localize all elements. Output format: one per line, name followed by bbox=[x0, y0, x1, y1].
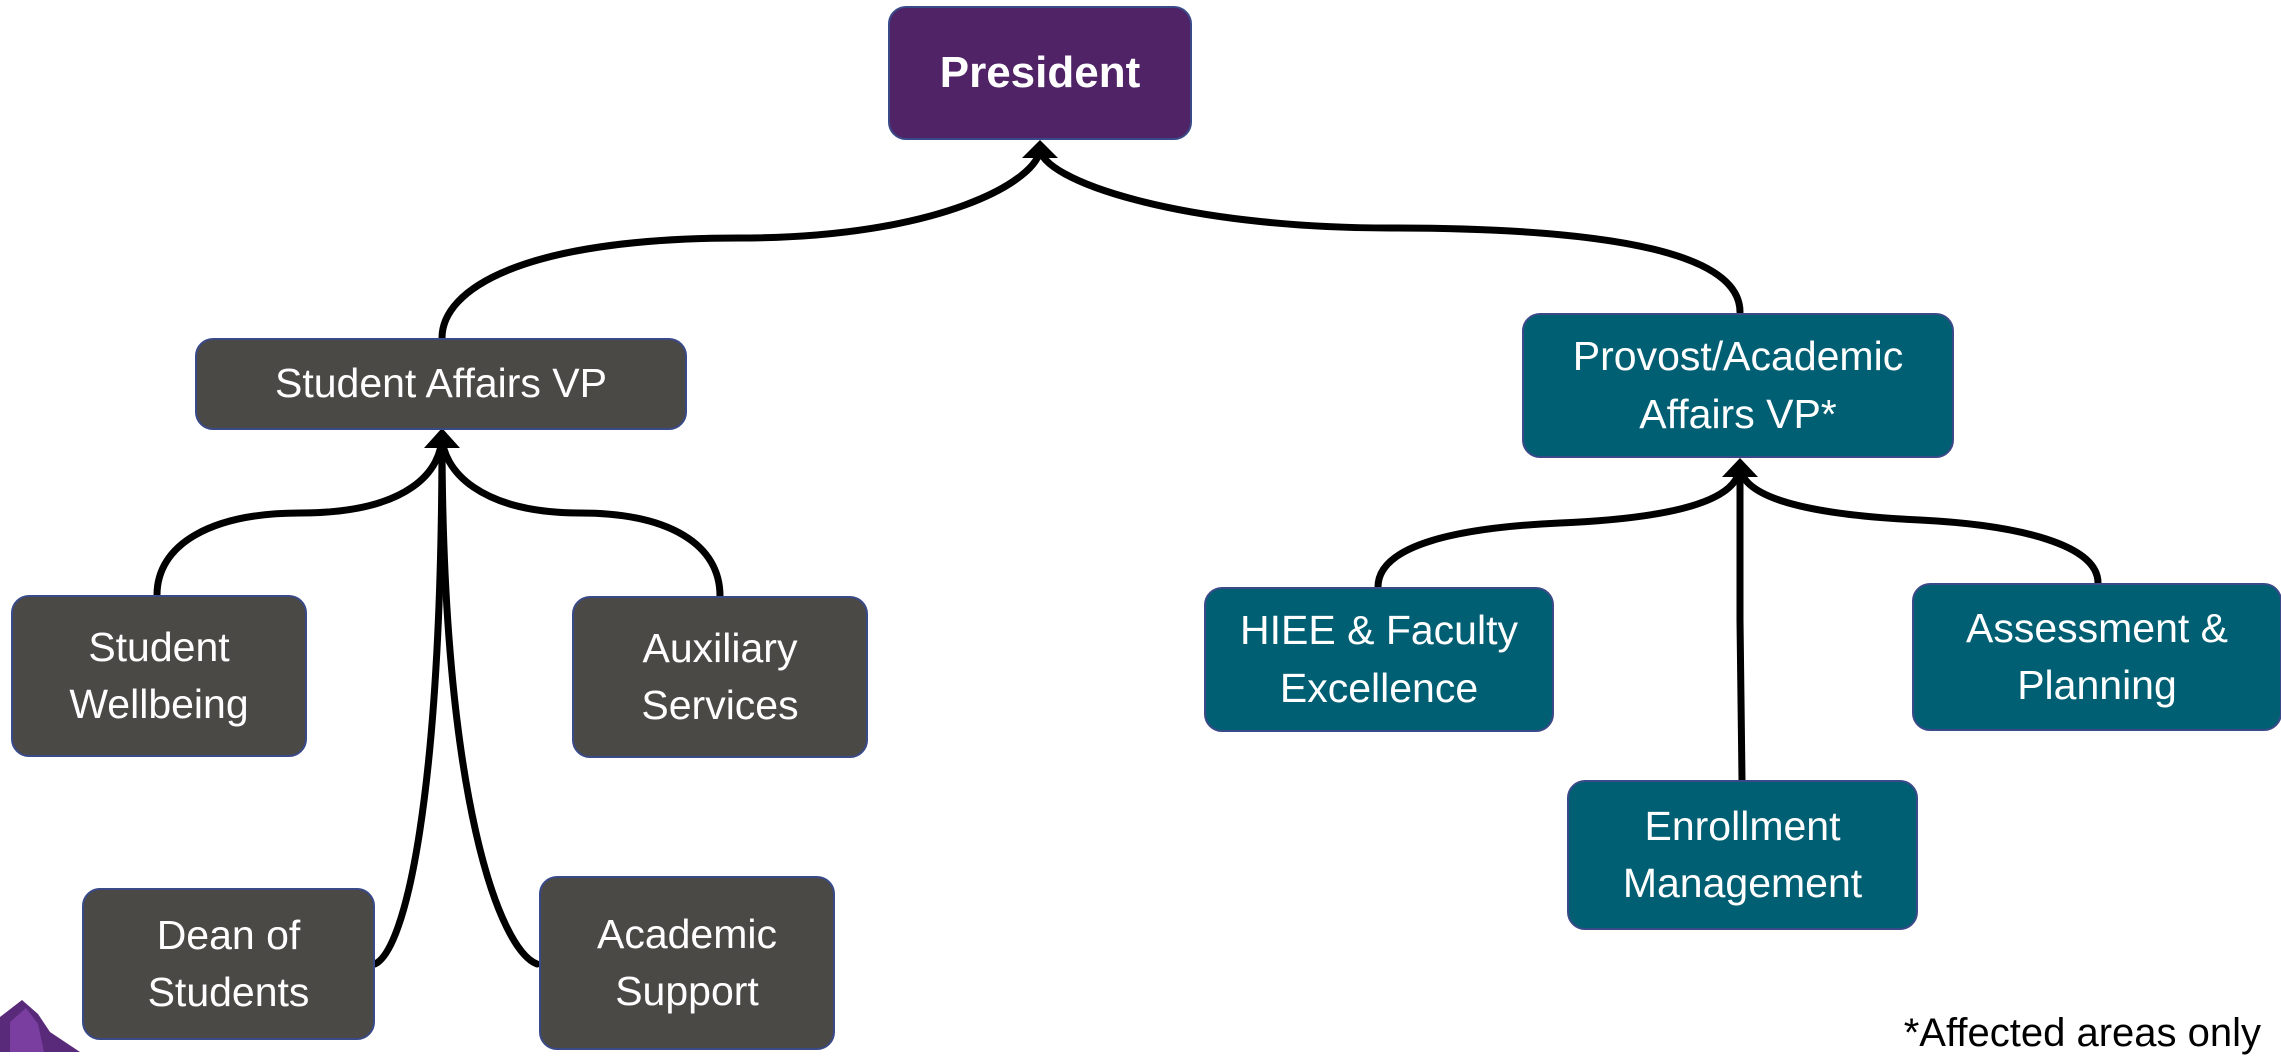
president-label: President bbox=[939, 48, 1141, 98]
auxiliary-services-label: Auxiliary Services bbox=[641, 624, 799, 728]
assessment-planning-node: Assessment & Planning bbox=[1912, 583, 2281, 731]
link-sa-dean bbox=[371, 431, 446, 968]
dean-of-students-node: Dean of Students bbox=[82, 888, 375, 1040]
assessment-planning-label: Assessment & Planning bbox=[1965, 604, 2229, 708]
link-president-provost bbox=[1036, 144, 1744, 316]
link-sa-auxiliary bbox=[438, 431, 724, 600]
link-provost-enrollment bbox=[1736, 461, 1746, 784]
link-provost-hiee bbox=[1374, 461, 1744, 591]
dean-of-students-label: Dean of Students bbox=[147, 911, 310, 1015]
link-provost-assessment bbox=[1736, 461, 2102, 587]
hiee-faculty-node: HIEE & Faculty Excellence bbox=[1204, 587, 1554, 732]
student-wellbeing-node: Student Wellbeing bbox=[11, 595, 307, 757]
president-node: President bbox=[888, 6, 1192, 140]
hiee-faculty-label: HIEE & Faculty Excellence bbox=[1240, 607, 1518, 711]
student-affairs-vp-node: Student Affairs VP bbox=[195, 338, 687, 430]
enrollment-management-label: Enrollment Management bbox=[1622, 802, 1863, 906]
link-sa-academic-support bbox=[438, 431, 541, 968]
arrowhead-provost bbox=[1722, 458, 1758, 477]
provost-vp-node: Provost/Academic Affairs VP* bbox=[1522, 313, 1954, 458]
student-wellbeing-label: Student Wellbeing bbox=[69, 623, 249, 727]
corner-logo-fragment bbox=[0, 1000, 80, 1052]
academic-support-label: Academic Support bbox=[596, 910, 777, 1014]
student-affairs-vp-label: Student Affairs VP bbox=[274, 360, 607, 407]
link-sa-wellbeing bbox=[153, 431, 446, 599]
academic-support-node: Academic Support bbox=[539, 876, 835, 1050]
provost-vp-label: Provost/Academic Affairs VP* bbox=[1572, 333, 1904, 437]
arrowhead-student-affairs bbox=[424, 428, 460, 448]
arrowhead-president bbox=[1022, 140, 1058, 158]
enrollment-management-node: Enrollment Management bbox=[1567, 780, 1918, 930]
auxiliary-services-node: Auxiliary Services bbox=[572, 596, 868, 758]
footnote: *Affected areas only bbox=[1903, 1011, 2261, 1055]
link-president-student-affairs bbox=[438, 144, 1044, 342]
